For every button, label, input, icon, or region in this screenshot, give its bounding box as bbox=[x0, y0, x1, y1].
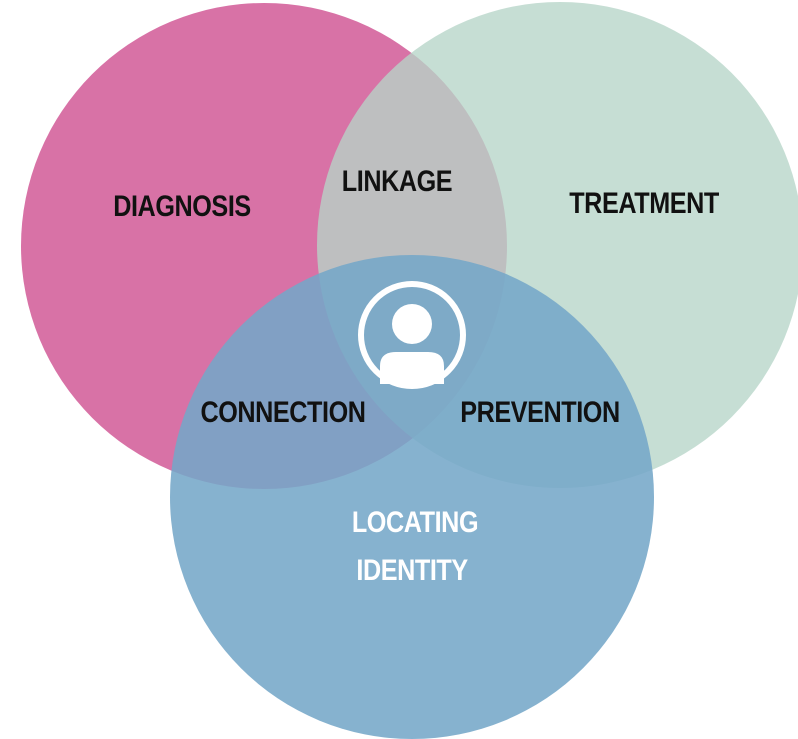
label-identity: IDENTITY bbox=[356, 553, 468, 587]
label-prevention: PREVENTION bbox=[460, 395, 620, 429]
person-icon bbox=[358, 281, 466, 389]
label-locating: LOCATING bbox=[352, 505, 478, 539]
label-linkage: LINKAGE bbox=[342, 164, 452, 198]
venn-circles bbox=[21, 2, 798, 739]
label-diagnosis: DIAGNOSIS bbox=[113, 189, 251, 223]
circle-locating-identity bbox=[170, 255, 654, 739]
label-connection: CONNECTION bbox=[200, 395, 365, 429]
label-treatment: TREATMENT bbox=[569, 186, 719, 220]
